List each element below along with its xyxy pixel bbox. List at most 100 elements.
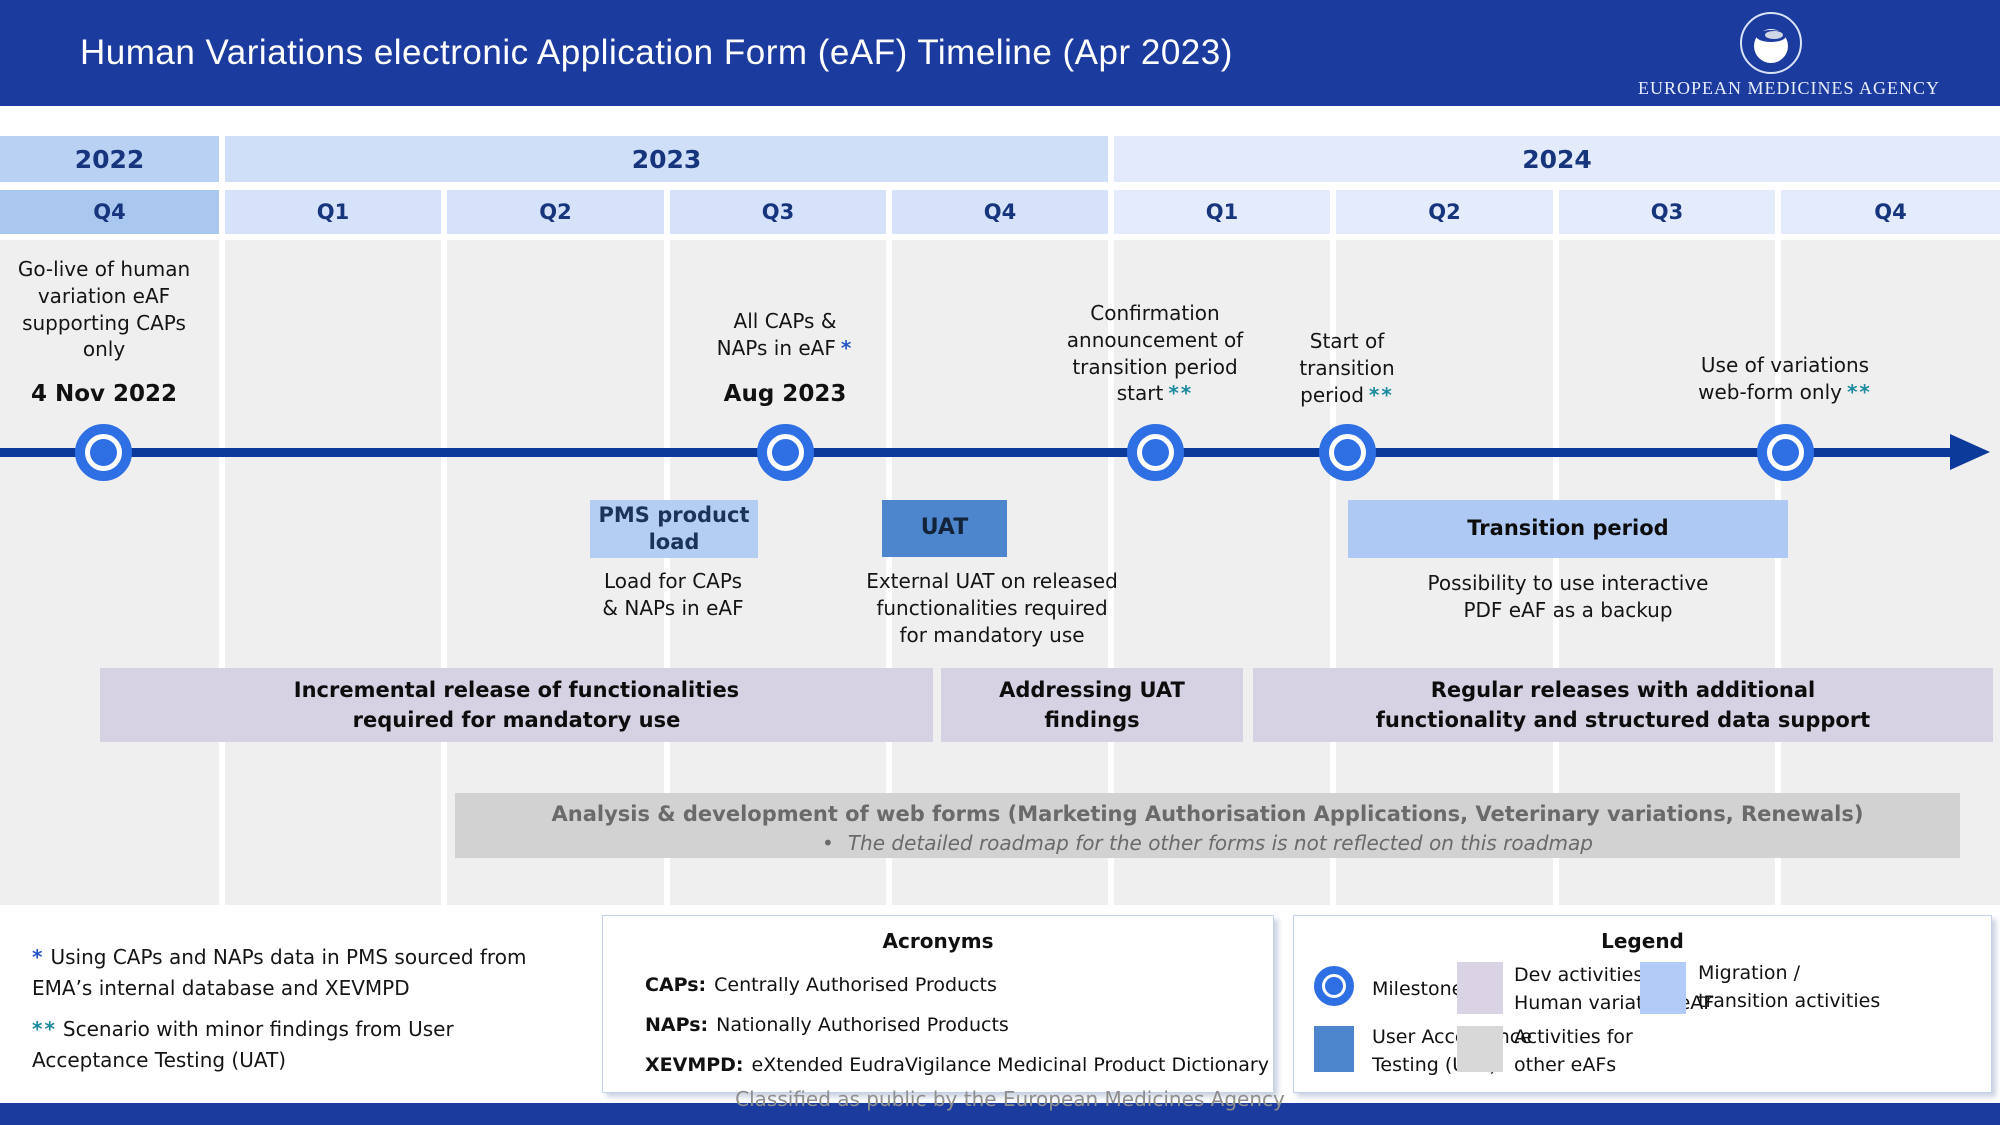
timeline-axis xyxy=(0,448,1952,457)
quarter-label: Q2 xyxy=(539,200,572,224)
milestone-dot xyxy=(1142,439,1169,466)
acronym-item: NAPs: Nationally Authorised Products xyxy=(645,1014,1009,1036)
legend-milestone-icon xyxy=(1314,966,1354,1006)
milestone-label: Go-live of human variation eAF supportin… xyxy=(0,256,209,363)
milestone-text: Confirmation announcement of transition … xyxy=(1066,301,1244,406)
quarter-column xyxy=(225,240,441,905)
footnote-caps-naps: *Using CAPs and NAPs data in PMS sourced… xyxy=(32,942,552,1004)
legend-migration-swatch xyxy=(1640,962,1686,1014)
acronyms-title: Acronyms xyxy=(882,929,994,953)
ema-logo-icon xyxy=(1740,12,1802,74)
quarter-2023-q1: Q1 xyxy=(225,190,441,234)
addressing-uat-bar: Addressing UAT findings xyxy=(941,668,1243,742)
incremental-release-bar: Incremental release of functionalities r… xyxy=(100,668,933,742)
analysis-note: • The detailed roadmap for the other form… xyxy=(455,831,1960,855)
quarter-label: Q3 xyxy=(761,200,795,224)
milestone-text: All CAPs & NAPs in eAF xyxy=(716,309,837,360)
legend-uat-label: User Acceptance Testing (UAT) xyxy=(1372,1026,1532,1076)
analysis-title: Analysis & development of web forms (Mar… xyxy=(551,802,1864,826)
milestone-date: 4 Nov 2022 xyxy=(30,381,178,407)
quarter-2023-q2: Q2 xyxy=(447,190,664,234)
year-2024: 2024 xyxy=(1114,136,2000,182)
uat-box: UAT xyxy=(882,500,1007,557)
quarter-2024-q1: Q1 xyxy=(1114,190,1330,234)
asterisk-marker: ** xyxy=(32,1017,57,1041)
quarter-label: Q3 xyxy=(1650,200,1684,224)
acronym-term: NAPs: xyxy=(645,1014,709,1036)
milestone-date: Aug 2023 xyxy=(723,381,847,407)
pms-product-load-desc: Load for CAPs & NAPs in eAF xyxy=(602,569,744,620)
analysis-note-text: The detailed roadmap for the other forms… xyxy=(847,831,1593,855)
timeline-arrow-icon xyxy=(1950,434,1990,470)
legend-migration-label: Migration / transition activities xyxy=(1698,962,1881,1012)
quarter-label: Q1 xyxy=(316,200,350,224)
milestone-marker xyxy=(757,424,814,481)
quarter-label: Q4 xyxy=(93,200,126,224)
pms-product-load-box: PMS product load xyxy=(590,500,758,558)
year-label: 2022 xyxy=(74,144,145,174)
quarter-2022-q4: Q4 xyxy=(0,190,219,234)
quarter-2024-q3: Q3 xyxy=(1559,190,1775,234)
quarter-label: Q1 xyxy=(1205,200,1239,224)
quarter-label: Q4 xyxy=(983,200,1017,224)
asterisk-marker: * xyxy=(840,335,854,360)
acronym-item: XEVMPD: eXtended EudraVigilance Medicinal… xyxy=(645,1054,1269,1076)
legend-uat-swatch xyxy=(1314,1026,1354,1072)
header: Human Variations electronic Application … xyxy=(0,0,2000,106)
acronym-term: XEVMPD: xyxy=(645,1054,744,1076)
legend-title: Legend xyxy=(1601,929,1684,953)
page-title: Human Variations electronic Application … xyxy=(80,33,1233,72)
milestone-dot xyxy=(1334,439,1361,466)
asterisk-marker: ** xyxy=(1846,379,1872,404)
legend-dev-swatch xyxy=(1457,962,1503,1014)
quarter-2023-q3: Q3 xyxy=(670,190,886,234)
transition-period-box: Transition period xyxy=(1348,500,1788,558)
acronym-item: CAPs: Centrally Authorised Products xyxy=(645,974,997,996)
year-2022: 2022 xyxy=(0,136,219,182)
year-label: 2023 xyxy=(631,144,702,174)
transition-period-desc: Possibility to use interactive PDF eAF a… xyxy=(1427,571,1709,622)
quarter-2024-q2: Q2 xyxy=(1336,190,1553,234)
quarter-label: Q2 xyxy=(1428,200,1461,224)
analysis-web-forms-bar: Analysis & development of web forms (Mar… xyxy=(455,793,1960,858)
footnote-text: Scenario with minor findings from User A… xyxy=(32,1017,454,1072)
milestone-dot xyxy=(90,439,117,466)
milestone-label: All CAPs & NAPs in eAF* xyxy=(665,308,905,362)
quarter-label: Q4 xyxy=(1874,200,1907,224)
acronyms-box: Acronyms CAPs: Centrally Authorised Produ… xyxy=(602,915,1274,1093)
asterisk-marker: ** xyxy=(1168,381,1194,406)
milestone-marker xyxy=(75,424,132,481)
acronym-def: eXtended EudraVigilance Medicinal Produc… xyxy=(751,1054,1269,1076)
ema-logo: EUROPEAN MEDICINES AGENCY xyxy=(1610,6,1940,104)
ema-agency-name: EUROPEAN MEDICINES AGENCY xyxy=(1637,78,1940,98)
milestone-label: Use of variations web-form only** xyxy=(1655,352,1915,406)
footer-bar xyxy=(0,1103,2000,1125)
milestone-text: Start of transition period xyxy=(1299,329,1395,407)
classification-text: Classified as public by the European Med… xyxy=(735,1087,1285,1111)
milestone-dot xyxy=(1772,439,1799,466)
legend-box: Legend Milestone Dev activities for Huma… xyxy=(1293,915,1992,1093)
legend-other-label: Activities for other eAFs xyxy=(1514,1026,1633,1076)
asterisk-marker: * xyxy=(32,945,45,969)
acronym-def: Centrally Authorised Products xyxy=(714,974,997,996)
acronym-term: CAPs: xyxy=(645,974,707,996)
footnote-text: Using CAPs and NAPs data in PMS sourced … xyxy=(32,945,527,1000)
uat-desc: External UAT on released functionalities… xyxy=(866,569,1118,647)
milestone-dot xyxy=(772,439,799,466)
asterisk-marker: ** xyxy=(1368,382,1394,407)
quarter-2024-q4: Q4 xyxy=(1781,190,2000,234)
year-label: 2024 xyxy=(1522,144,1592,174)
quarter-2023-q4: Q4 xyxy=(892,190,1108,234)
milestone-label: Start of transition period** xyxy=(1257,328,1437,408)
footnote-uat-scenario: **Scenario with minor findings from User… xyxy=(32,1014,552,1076)
legend-milestone-label: Milestone xyxy=(1372,978,1464,1000)
milestone-marker xyxy=(1757,424,1814,481)
quarter-column xyxy=(0,240,219,905)
regular-releases-bar: Regular releases with additional functio… xyxy=(1253,668,1993,742)
legend-other-swatch xyxy=(1457,1026,1503,1072)
bullet: • xyxy=(822,831,834,855)
acronym-def: Nationally Authorised Products xyxy=(716,1014,1009,1036)
year-2023: 2023 xyxy=(225,136,1108,182)
milestone-marker xyxy=(1319,424,1376,481)
milestone-text: Go-live of human variation eAF supportin… xyxy=(17,257,191,362)
